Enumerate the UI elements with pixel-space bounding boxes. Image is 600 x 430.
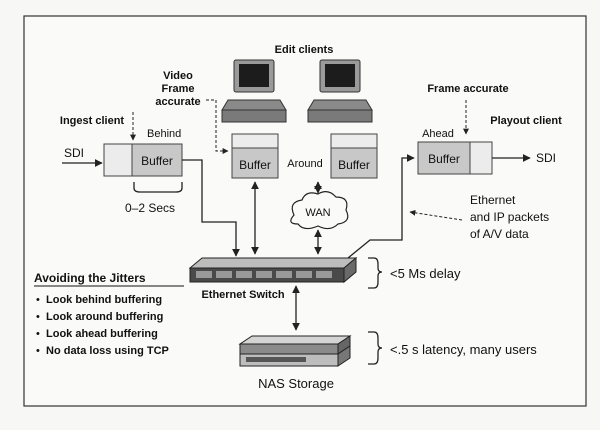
video-note-line3: accurate bbox=[155, 96, 200, 108]
jitters-item: Look around buffering bbox=[46, 311, 163, 323]
storage-label: NAS Storage bbox=[258, 376, 334, 391]
ingest-buffer bbox=[131, 143, 183, 177]
playout-buffer-empty bbox=[469, 141, 493, 175]
wan-label: WAN bbox=[305, 207, 330, 219]
ingest-range-label: 0–2 Secs bbox=[125, 201, 175, 215]
jitters-item: Look ahead buffering bbox=[46, 328, 158, 340]
ingest-range-bracket bbox=[133, 182, 183, 193]
storage-latency-bracket bbox=[368, 331, 383, 365]
edit-buffer-left bbox=[231, 147, 279, 179]
video-note-arrow bbox=[206, 99, 229, 154]
edit-buffer-right bbox=[330, 147, 378, 179]
jitters-bullet: • bbox=[36, 311, 40, 323]
switch-delay-label: <5 Ms delay bbox=[390, 266, 461, 281]
ethernet-note-line2: and IP packets bbox=[470, 210, 549, 224]
edit-buffer-left-empty bbox=[231, 133, 279, 149]
playout-ahead-label: Ahead bbox=[422, 128, 454, 140]
ethernet-note-line3: of A/V data bbox=[470, 227, 529, 241]
edit-computer-right-icon bbox=[307, 59, 373, 123]
ethernet-switch-icon bbox=[188, 256, 358, 284]
ingest-behind-label: Behind bbox=[147, 128, 181, 140]
video-note-line2: Frame bbox=[161, 83, 194, 95]
switch-label: Ethernet Switch bbox=[201, 289, 284, 301]
nas-storage-icon bbox=[238, 335, 352, 367]
jitters-bullet: • bbox=[36, 345, 40, 357]
playout-sdi-label: SDI bbox=[536, 151, 556, 165]
video-note-line1: Video bbox=[163, 70, 193, 82]
switch-delay-bracket bbox=[368, 257, 383, 289]
ingest-title: Ingest client bbox=[60, 115, 125, 127]
storage-latency-label: <.5 s latency, many users bbox=[390, 342, 537, 357]
edit-buffer-right-empty bbox=[330, 133, 378, 149]
edit-buffer-left-label: Buffer bbox=[239, 158, 271, 172]
playout-buffer bbox=[417, 141, 471, 175]
jitters-item: No data loss using TCP bbox=[46, 345, 169, 357]
playout-frame-note: Frame accurate bbox=[427, 83, 508, 95]
jitters-title: Avoiding the Jitters bbox=[34, 271, 146, 285]
around-label: Around bbox=[287, 158, 322, 170]
edit-clients-title: Edit clients bbox=[275, 44, 334, 56]
jitters-bullet: • bbox=[36, 328, 40, 340]
playout-title: Playout client bbox=[490, 115, 562, 127]
edit-computer-left-icon bbox=[221, 59, 287, 123]
ingest-buffer-label: Buffer bbox=[141, 154, 173, 168]
ethernet-note-arrow bbox=[409, 209, 463, 221]
ingest-switch-link bbox=[182, 159, 240, 257]
jitters-item: Look behind buffering bbox=[46, 294, 162, 306]
ethernet-note-line1: Ethernet bbox=[470, 193, 516, 207]
jitters-bullet: • bbox=[36, 294, 40, 306]
wan-cloud-icon bbox=[290, 191, 349, 230]
ingest-sdi-label: SDI bbox=[64, 146, 84, 160]
ingest-buffer-empty bbox=[103, 143, 133, 177]
switch-playout-link bbox=[347, 154, 415, 259]
edit-buffer-right-label: Buffer bbox=[338, 158, 370, 172]
playout-buffer-label: Buffer bbox=[428, 152, 460, 166]
